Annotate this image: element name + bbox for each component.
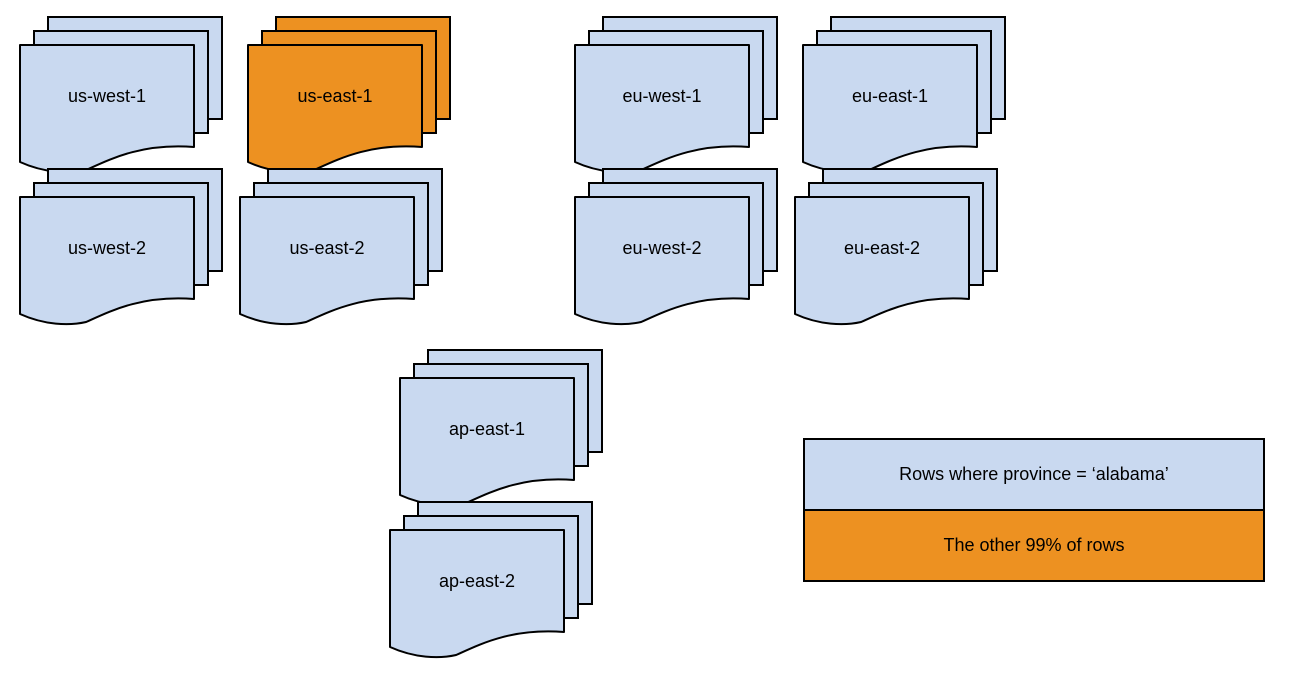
region-stack-sheet-front xyxy=(574,44,750,174)
region-stack-us-west-2[interactable] xyxy=(18,167,224,327)
region-stack-sheet-front xyxy=(247,44,423,174)
region-stack-eu-east-1[interactable] xyxy=(801,15,1007,175)
region-stack-us-west-1[interactable] xyxy=(18,15,224,175)
region-stack-sheet-front xyxy=(574,196,750,326)
region-stack-sheet-front xyxy=(794,196,970,326)
region-stack-sheet-front xyxy=(389,529,565,659)
region-stack-us-east-2[interactable] xyxy=(238,167,444,327)
region-stack-eu-west-1[interactable] xyxy=(573,15,779,175)
region-stack-sheet-front xyxy=(19,196,195,326)
region-stack-sheet-front xyxy=(802,44,978,174)
legend: Rows where province = ‘alabama’ The other… xyxy=(803,438,1265,582)
region-stack-us-east-1[interactable] xyxy=(246,15,452,175)
region-stack-eu-east-2[interactable] xyxy=(793,167,999,327)
region-stack-ap-east-1[interactable] xyxy=(398,348,604,508)
legend-entry-label: The other 99% of rows xyxy=(943,535,1125,555)
region-stack-eu-west-2[interactable] xyxy=(573,167,779,327)
legend-entry-legend-orange: The other 99% of rows xyxy=(805,511,1263,580)
region-stack-sheet-front xyxy=(239,196,415,326)
region-stack-sheet-front xyxy=(399,377,575,507)
region-stack-sheet-front xyxy=(19,44,195,174)
legend-entry-legend-blue: Rows where province = ‘alabama’ xyxy=(805,440,1263,511)
legend-entry-label: Rows where province = ‘alabama’ xyxy=(899,464,1169,484)
region-stack-ap-east-2[interactable] xyxy=(388,500,594,660)
